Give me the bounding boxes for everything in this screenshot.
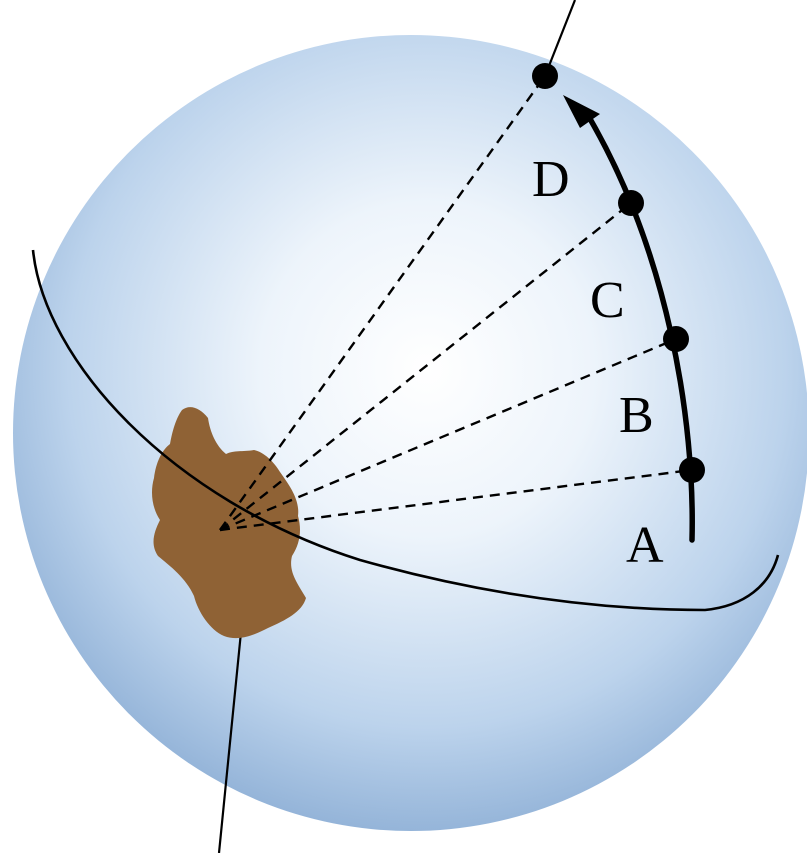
label-d: D xyxy=(532,151,570,208)
sightline-to-a xyxy=(219,468,693,532)
horizon-curve xyxy=(31,249,780,612)
landmass xyxy=(152,407,306,639)
label-b: B xyxy=(619,387,654,444)
star-position-a xyxy=(679,457,705,483)
arrow-head-icon xyxy=(563,95,600,128)
axis-line-top xyxy=(543,0,577,77)
sightline-to-d xyxy=(219,75,546,531)
sightlines xyxy=(219,75,693,532)
sightline-to-c xyxy=(219,202,632,531)
celestial-sphere xyxy=(13,35,807,831)
label-a: A xyxy=(626,517,664,574)
star-position-d xyxy=(532,63,558,89)
label-c: C xyxy=(590,272,625,329)
axis-line-bottom xyxy=(217,611,245,853)
star-position-c xyxy=(618,190,644,216)
sightline-to-b xyxy=(219,337,677,532)
star-position-b xyxy=(663,326,689,352)
